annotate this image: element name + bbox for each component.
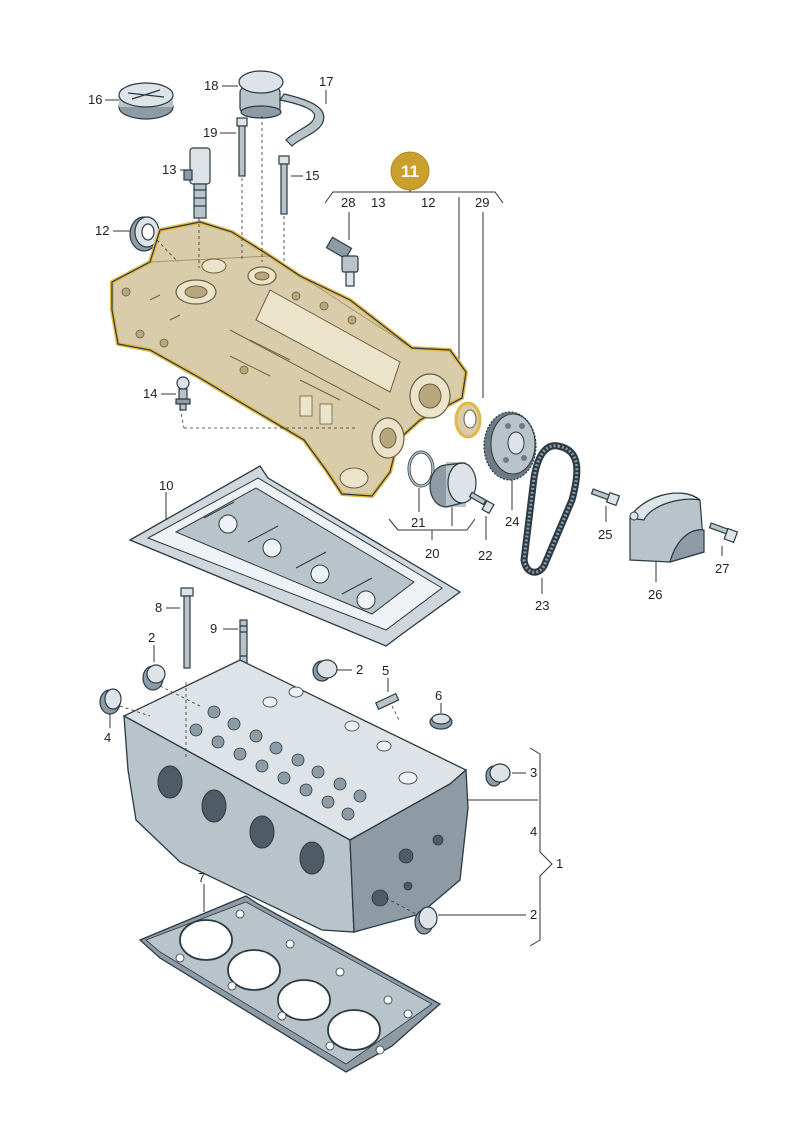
label-21: 21 — [411, 515, 425, 530]
hose-17[interactable] — [279, 93, 325, 147]
bolt-25[interactable] — [590, 488, 621, 507]
label-18: 18 — [204, 78, 218, 93]
label-13: 13 — [162, 162, 176, 177]
label-26: 26 — [648, 587, 662, 602]
oil-filler-cap-16[interactable] — [118, 82, 174, 120]
label-9: 9 — [210, 621, 217, 636]
label-8: 8 — [155, 600, 162, 615]
label-17: 17 — [319, 74, 333, 89]
bolt-27[interactable] — [708, 522, 739, 544]
seal-plug-6[interactable] — [429, 713, 453, 730]
label-7: 7 — [198, 870, 205, 885]
bolt-15[interactable] — [278, 155, 290, 215]
group-item-12: 12 — [421, 195, 435, 210]
cover-gasket-10[interactable] — [128, 465, 462, 647]
sensor-28[interactable] — [325, 236, 359, 287]
label-6: 6 — [435, 688, 442, 703]
ball-stud-14[interactable] — [175, 376, 191, 411]
label-16: 16 — [88, 92, 102, 107]
camshaft-sprocket-24[interactable] — [483, 411, 537, 481]
group-item-13: 13 — [371, 195, 385, 210]
sealing-plug-4[interactable] — [99, 688, 122, 715]
assembly-badge-11[interactable]: 11 — [390, 151, 430, 191]
label-20: 20 — [425, 546, 439, 561]
label-15: 15 — [305, 168, 319, 183]
bolt-19[interactable] — [236, 117, 248, 177]
group-item-28: 28 — [341, 195, 355, 210]
cylinder-head-1[interactable] — [122, 659, 469, 933]
label-4-right: 4 — [530, 824, 537, 839]
label-22: 22 — [478, 548, 492, 563]
label-2-upper-right: 2 — [356, 662, 363, 677]
label-2-lower: 2 — [530, 907, 537, 922]
head-bolt-8[interactable] — [180, 587, 194, 669]
shaft-seal-29[interactable] — [454, 401, 482, 439]
label-3: 3 — [530, 765, 537, 780]
label-5: 5 — [382, 663, 389, 678]
label-19: 19 — [203, 125, 217, 140]
toothed-belt-23[interactable] — [520, 442, 581, 576]
label-12: 12 — [95, 223, 109, 238]
label-27: 27 — [715, 561, 729, 576]
badge-label: 11 — [401, 162, 419, 181]
bolt-22[interactable] — [468, 491, 495, 515]
sealing-plug-2c[interactable] — [414, 906, 438, 935]
cover-cap-20[interactable] — [429, 462, 477, 508]
group-item-29: 29 — [475, 195, 489, 210]
label-4-left: 4 — [104, 730, 111, 745]
sealing-plug-2b[interactable] — [312, 659, 338, 682]
stud-9[interactable] — [239, 619, 248, 665]
label-23: 23 — [535, 598, 549, 613]
label-10: 10 — [159, 478, 173, 493]
o-ring-21[interactable] — [407, 450, 435, 488]
label-25: 25 — [598, 527, 612, 542]
label-2-upper-left: 2 — [148, 630, 155, 645]
head-gasket-7[interactable] — [138, 895, 442, 1073]
breather-valve-18[interactable] — [238, 70, 284, 119]
label-24: 24 — [505, 514, 519, 529]
sealing-plug-2a[interactable] — [142, 664, 166, 691]
belt-guard-26[interactable] — [629, 492, 705, 563]
cylinder-head-cover[interactable] — [110, 220, 468, 498]
label-1: 1 — [556, 856, 563, 871]
label-14: 14 — [143, 386, 157, 401]
sealing-plug-3[interactable] — [485, 763, 511, 787]
solenoid-valve-13[interactable] — [183, 147, 211, 219]
dowel-pin-5[interactable] — [374, 692, 400, 711]
